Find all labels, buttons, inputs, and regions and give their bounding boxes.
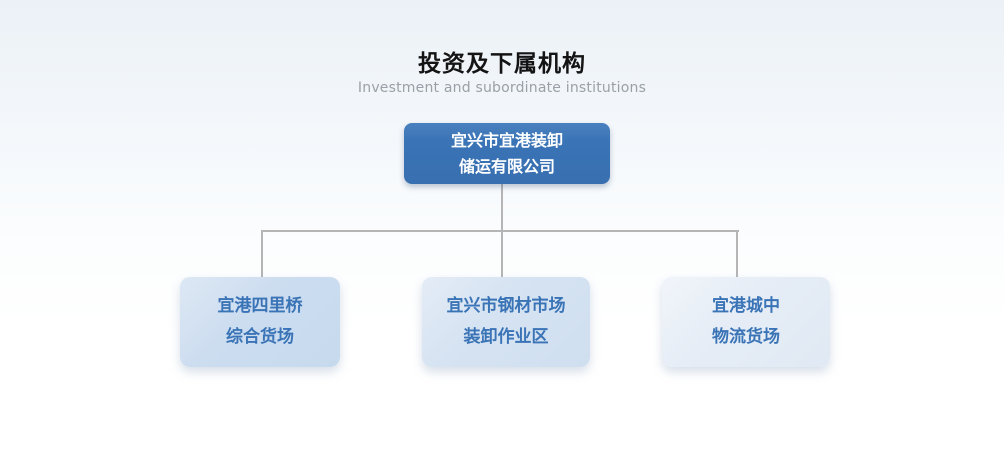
connector-horizontal-rail <box>261 230 739 232</box>
org-node-child-3-line2: 物流货场 <box>712 327 780 347</box>
org-node-child-3-line1: 宜港城中 <box>712 296 780 316</box>
org-node-child-2-line1: 宜兴市钢材市场 <box>446 296 566 316</box>
org-node-child-2: 宜兴市钢材市场 装卸作业区 <box>422 277 590 367</box>
org-node-child-1-line2: 综合货场 <box>226 327 294 347</box>
org-node-child-1: 宜港四里桥 综合货场 <box>180 277 340 367</box>
org-node-child-1-line1: 宜港四里桥 <box>217 296 303 316</box>
org-node-child-2-line2: 装卸作业区 <box>463 327 549 347</box>
org-node-root-line1: 宜兴市宜港装卸 <box>450 130 563 150</box>
connector-drop-right <box>736 232 738 277</box>
org-node-root: 宜兴市宜港装卸 储运有限公司 <box>404 123 610 184</box>
connector-drop-left <box>261 232 263 277</box>
page-subtitle: Investment and subordinate institutions <box>357 80 647 96</box>
org-node-root-line2: 储运有限公司 <box>458 156 555 176</box>
connector-root-drop <box>501 184 503 232</box>
org-node-child-3: 宜港城中 物流货场 <box>662 277 830 367</box>
connector-drop-center <box>501 232 503 277</box>
page-title: 投资及下属机构 <box>418 51 586 77</box>
